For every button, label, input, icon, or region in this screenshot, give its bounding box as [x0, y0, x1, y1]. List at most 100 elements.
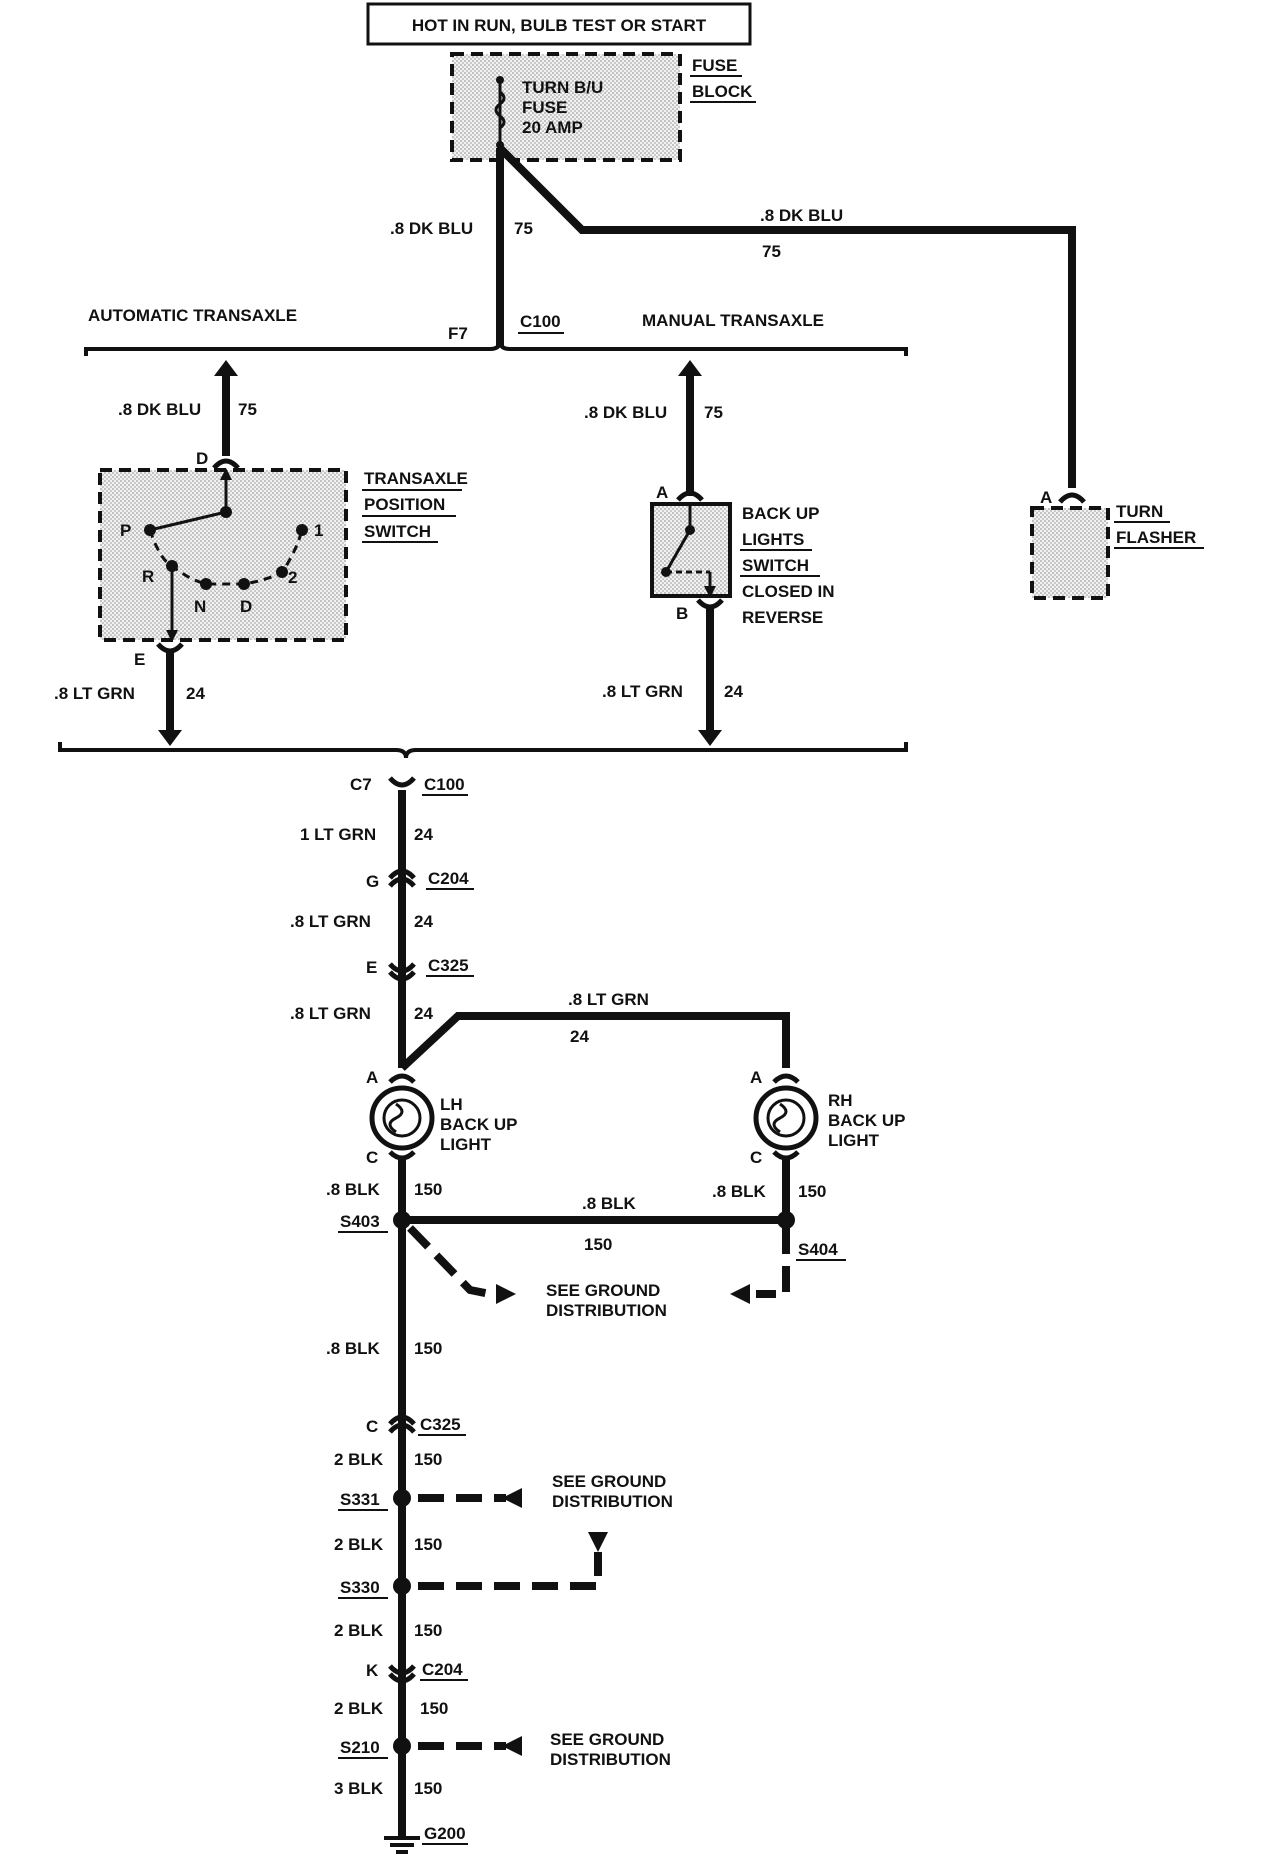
ground-g200-icon	[384, 1836, 420, 1854]
wire-lt-grn-size-3: .8 LT GRN	[290, 1004, 371, 1023]
rh-light-line1: RH	[828, 1091, 853, 1110]
splice-s404-label: S404	[798, 1240, 838, 1259]
wire-lt-grn-to-rh-light	[399, 1012, 790, 1071]
power-source-text: HOT IN RUN, BULB TEST OR START	[412, 16, 707, 35]
ground-dist-3-line2: DISTRIBUTION	[550, 1750, 671, 1769]
backup-switch-contact	[664, 529, 692, 573]
wire-lt-grn-circuit-rh: 24	[570, 1027, 589, 1046]
wire-dk-blu-size-flasher: .8 DK BLU	[760, 206, 843, 225]
connector-d-terminal	[212, 458, 240, 470]
rh-light-line3: LIGHT	[828, 1131, 880, 1150]
wire-dk-blu-size-manual: .8 DK BLU	[584, 403, 667, 422]
wire-lt-grn-circuit-2: 24	[414, 912, 433, 931]
power-source-label: HOT IN RUN, BULB TEST OR START	[366, 2, 752, 46]
transaxle-switch-title-line2: POSITION	[364, 495, 445, 514]
wire-blk-size-rh: .8 BLK	[712, 1182, 767, 1201]
splice-s210	[393, 1737, 411, 1755]
connector-c204-upper-label: C204	[428, 869, 469, 888]
wire-blk-circuit-rh: 150	[798, 1182, 826, 1201]
connector-c325-upper-label: C325	[428, 956, 469, 975]
fuse-name-line1: TURN B/U	[522, 78, 603, 97]
rh-light-pin-a: A	[750, 1068, 762, 1087]
arrow-down-auto	[158, 730, 182, 746]
wire-blk-size-mid: .8 BLK	[326, 1339, 381, 1358]
splice-s331	[393, 1489, 411, 1507]
switch-position-arc	[148, 529, 304, 586]
wire-blk-size-lh: .8 BLK	[326, 1180, 381, 1199]
wire-blk-circuit-mid: 150	[414, 1339, 442, 1358]
section-automatic-transaxle: AUTOMATIC TRANSAXLE	[88, 306, 297, 325]
connector-g-label: G	[366, 872, 379, 891]
connector-e-terminal	[156, 642, 184, 654]
switch-pos-r: R	[142, 567, 154, 586]
connector-e-label: E	[366, 958, 377, 977]
splice-s210-label: S210	[340, 1738, 380, 1757]
backup-switch-pin-a: A	[656, 483, 668, 502]
backup-switch-line5: REVERSE	[742, 608, 823, 627]
transaxle-switch-outline	[98, 468, 348, 642]
rh-light-line2: BACK UP	[828, 1111, 905, 1130]
lh-backup-bulb-icon	[369, 1085, 435, 1151]
ground-dist-s330-path	[418, 1552, 602, 1590]
wire-lt-grn-size-auto: .8 LT GRN	[54, 684, 135, 703]
connector-c7-label: C7	[350, 775, 372, 794]
switch-pos-p: P	[120, 521, 131, 540]
arrow-up-manual	[678, 360, 702, 376]
wire-lt-grn-size-1: 1 LT GRN	[300, 825, 376, 844]
wire-lt-grn-size-manual: .8 LT GRN	[602, 682, 683, 701]
switch-pos-n: N	[194, 597, 206, 616]
ground-dist-s404-path	[756, 1228, 790, 1298]
wire-dk-blu-circuit-manual: 75	[704, 403, 723, 422]
connector-c100-bottom-label: C100	[424, 775, 465, 794]
wire-dk-blu-circuit-main: 75	[514, 219, 533, 238]
wire-dk-blu-circuit-flasher: 75	[762, 242, 781, 261]
turn-flasher-pin-a: A	[1040, 488, 1052, 507]
connector-c-label: C	[366, 1417, 378, 1436]
section-manual-transaxle: MANUAL TRANSAXLE	[642, 311, 824, 330]
fuse-element-icon	[494, 90, 506, 130]
ground-dist-2-line1: SEE GROUND	[552, 1472, 666, 1491]
wire-blk-size-2d: 2 BLK	[334, 1699, 384, 1718]
wire-blk-size-3: 3 BLK	[334, 1779, 384, 1798]
wire-dk-blu-to-flasher	[497, 145, 1076, 488]
turn-flasher-box	[1030, 506, 1110, 600]
wire-blk-size-2b: 2 BLK	[334, 1535, 384, 1554]
ground-dist-1-line2: DISTRIBUTION	[546, 1301, 667, 1320]
wire-blk-size-cross: .8 BLK	[582, 1194, 637, 1213]
rh-light-pin-c: C	[750, 1148, 762, 1167]
transaxle-switch-title-line3: SWITCH	[364, 522, 431, 541]
fuse-block-title-line2: BLOCK	[692, 82, 753, 101]
ground-g200-label: G200	[424, 1824, 466, 1843]
ground-dist-s403-path	[407, 1225, 502, 1298]
wire-lt-grn-circuit-manual: 24	[724, 682, 743, 701]
splice-s331-label: S331	[340, 1490, 380, 1509]
splice-s404	[777, 1211, 795, 1229]
wire-lt-grn-circuit-1: 24	[414, 825, 433, 844]
wire-blk-size-2a: 2 BLK	[334, 1450, 384, 1469]
ground-dist-3-line1: SEE GROUND	[550, 1730, 664, 1749]
connector-c325-lower-label: C325	[420, 1415, 461, 1434]
wire-lt-grn-size-2: .8 LT GRN	[290, 912, 371, 931]
switch-pos-d: D	[240, 597, 252, 616]
wire-blk-circuit-2c: 150	[414, 1621, 442, 1640]
connector-c204-lower-label: C204	[422, 1660, 463, 1679]
connector-f7-label: F7	[448, 324, 468, 343]
fuse-block-outline	[450, 52, 682, 162]
fuse-name-line2: FUSE	[522, 98, 567, 117]
connector-k-label: K	[366, 1661, 379, 1680]
connector-c100-lower	[388, 776, 416, 788]
lh-light-pin-c: C	[366, 1148, 378, 1167]
fuse-block: TURN B/U FUSE 20 AMP FUSE BLOCK	[450, 52, 756, 162]
switch-pos-2: 2	[288, 568, 297, 587]
wire-lt-grn-size-rh: .8 LT GRN	[568, 990, 649, 1009]
wire-blk-circuit-lh: 150	[414, 1180, 442, 1199]
backup-switch-line3: SWITCH	[742, 556, 809, 575]
wire-dk-blu-size-auto: .8 DK BLU	[118, 400, 201, 419]
wire-dk-blu-circuit-auto: 75	[238, 400, 257, 419]
fuse-rating: 20 AMP	[522, 118, 583, 137]
lh-light-pin-a: A	[366, 1068, 378, 1087]
switch-contact-arm	[149, 510, 227, 532]
lh-light-line1: LH	[440, 1095, 463, 1114]
wire-blk-circuit-2d: 150	[420, 1699, 448, 1718]
